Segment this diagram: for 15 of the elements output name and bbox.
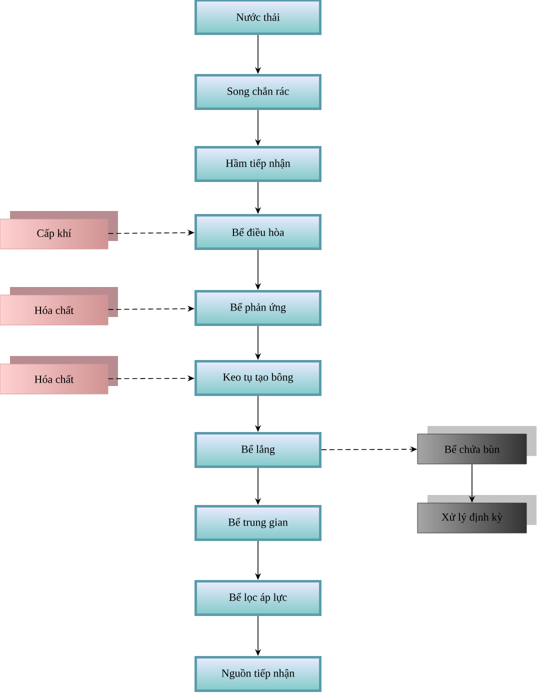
sludge-box: Bể chứa bùn [417,426,536,464]
process-box: Nước thải [194,0,322,35]
process-box: Bể phản ứng [194,290,322,326]
sludge-box: Xử lý định kỳ [417,495,536,534]
input-box: Cấp khí [0,211,118,250]
process-box: Hầm tiếp nhận [194,146,322,182]
process-box: Keo tụ tạo bông [194,360,322,396]
process-box: Bể lọc áp lực [194,580,322,616]
process-box: Bể trung gian [194,505,322,541]
input-box: Hóa chất [0,287,118,326]
process-box: Song chắn rác [194,74,322,110]
input-box: Hóa chất [0,356,118,394]
process-box: Nguồn tiếp nhận [194,656,322,692]
process-box: Bể lắng [194,432,322,468]
process-box: Bể điều hòa [194,214,322,250]
